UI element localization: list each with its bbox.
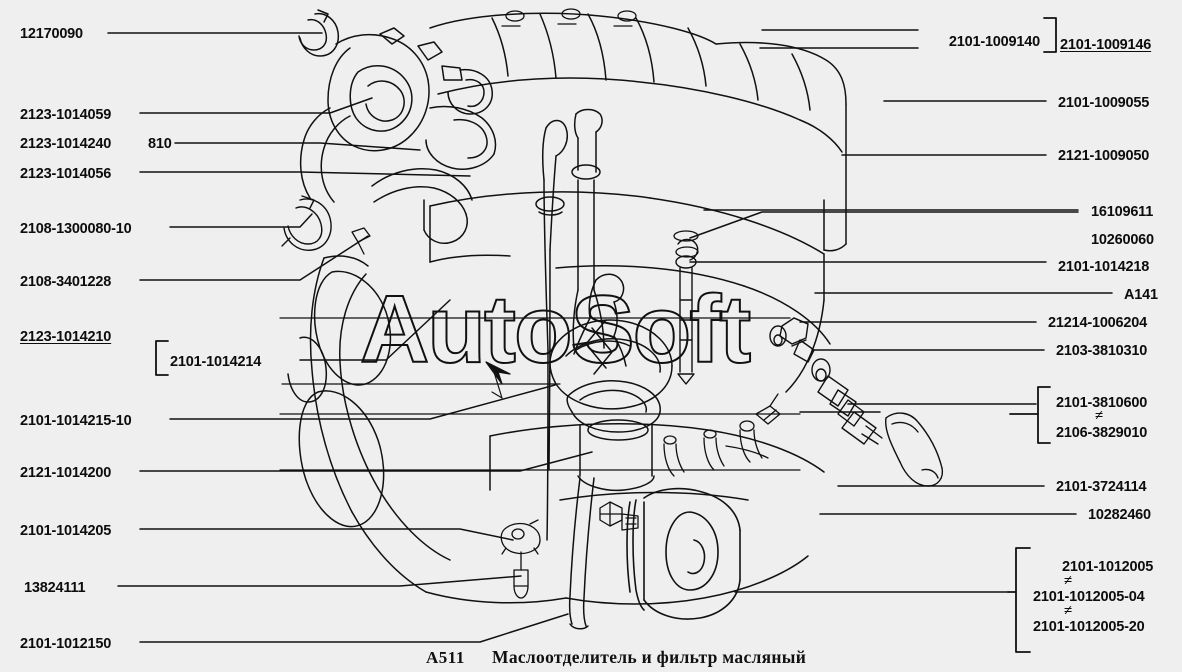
engine-block-outline xyxy=(429,12,847,252)
part-label-2101-1014218: 2101-1014218 xyxy=(1058,259,1150,275)
part-label-2123-1014056: 2123-1014056 xyxy=(20,166,112,182)
part-label-2101-1009140: 2101-1009140 xyxy=(948,34,1040,50)
bracket-1009146 xyxy=(1043,17,1057,53)
timing-cover xyxy=(287,255,567,604)
bracket-1012005 xyxy=(1007,547,1031,653)
leader-lines-right xyxy=(689,29,1113,593)
sensor-boot xyxy=(885,412,944,487)
oil-pressure-sender xyxy=(769,317,815,363)
part-label-2101-1012005-04: 2101-1012005-04 xyxy=(1033,589,1145,605)
part-label-2101-1009055: 2101-1009055 xyxy=(1058,95,1150,111)
filter-union-bolt xyxy=(599,501,639,531)
crankcase-hose xyxy=(568,477,595,630)
part-label-16109611: 16109611 xyxy=(1091,204,1154,220)
long-stud-bolt xyxy=(675,238,699,385)
part-label-2101-1009146: 2101-1009146 xyxy=(1060,37,1152,53)
figure-title: Маслоотделитель и фильтр масляный xyxy=(492,647,807,667)
temperature-sender xyxy=(811,358,883,445)
part-label-2108-1300080-10: 2108-1300080-10 xyxy=(20,221,132,237)
hose-clamp-ring xyxy=(281,195,332,251)
cylinder-block xyxy=(429,191,831,605)
dipstick-tube xyxy=(571,108,605,349)
part-label-2101-3810600: 2101-3810600 xyxy=(1056,395,1148,411)
part-label-13824111: 13824111 xyxy=(24,580,86,596)
throttle-body-assembly xyxy=(298,9,497,244)
oil-filler-neck xyxy=(566,380,661,492)
part-label-10282460: 10282460 xyxy=(1088,507,1151,523)
bracket-1014214 xyxy=(155,340,169,376)
part-label-2108-3401228: 2108-3401228 xyxy=(20,274,112,290)
dipstick xyxy=(535,119,568,541)
part-label-12170090: 12170090 xyxy=(20,26,83,42)
part-label-2101-1012005-20: 2101-1012005-20 xyxy=(1033,619,1145,635)
part-label-2101-1012005: 2101-1012005 xyxy=(1062,559,1154,575)
part-label-2101-3724114: 2101-3724114 xyxy=(1056,479,1147,495)
part-label-2123-1014210: 2123-1014210 xyxy=(20,329,112,345)
not-equal-icon-1: ≠ xyxy=(1095,408,1104,424)
bracket-plate-bolt xyxy=(500,519,541,599)
part-label-810: 810 xyxy=(148,136,172,152)
bracket-3810600 xyxy=(1009,386,1051,444)
part-label-2121-1009050: 2121-1009050 xyxy=(1058,148,1150,164)
part-label-2103-3810310: 2103-3810310 xyxy=(1056,343,1148,359)
part-label-2101-1014205: 2101-1014205 xyxy=(20,523,112,539)
part-label-2123-1014059: 2123-1014059 xyxy=(20,107,112,123)
part-label-10260060: 10260060 xyxy=(1091,232,1154,248)
part-label-2101-1012150: 2101-1012150 xyxy=(20,636,112,652)
part-label-2121-1014200: 2121-1014200 xyxy=(20,465,112,481)
direction-arrow xyxy=(485,361,511,385)
part-label-2106-3829010: 2106-3829010 xyxy=(1056,425,1148,441)
bolt-cluster xyxy=(663,393,781,477)
part-label-a141: A141 xyxy=(1124,287,1158,303)
part-label-2101-1014215-10: 2101-1014215-10 xyxy=(20,413,132,429)
figure-number: А511 xyxy=(426,648,465,667)
part-label-2101-1014214: 2101-1014214 xyxy=(170,354,262,370)
oil-filter xyxy=(626,487,741,620)
leader-lines-left xyxy=(107,32,593,643)
through-leaders xyxy=(279,317,801,471)
cover-bosses xyxy=(501,8,637,27)
oil-separator xyxy=(549,273,673,410)
washer-stack xyxy=(673,230,699,258)
part-label-2123-1014240: 2123-1014240 xyxy=(20,136,112,152)
part-label-21214-1006204: 21214-1006204 xyxy=(1048,315,1147,331)
not-equal-icon-3: ≠ xyxy=(1064,603,1073,619)
not-equal-icon-2: ≠ xyxy=(1064,573,1073,589)
small-bolt-upper xyxy=(351,227,371,255)
